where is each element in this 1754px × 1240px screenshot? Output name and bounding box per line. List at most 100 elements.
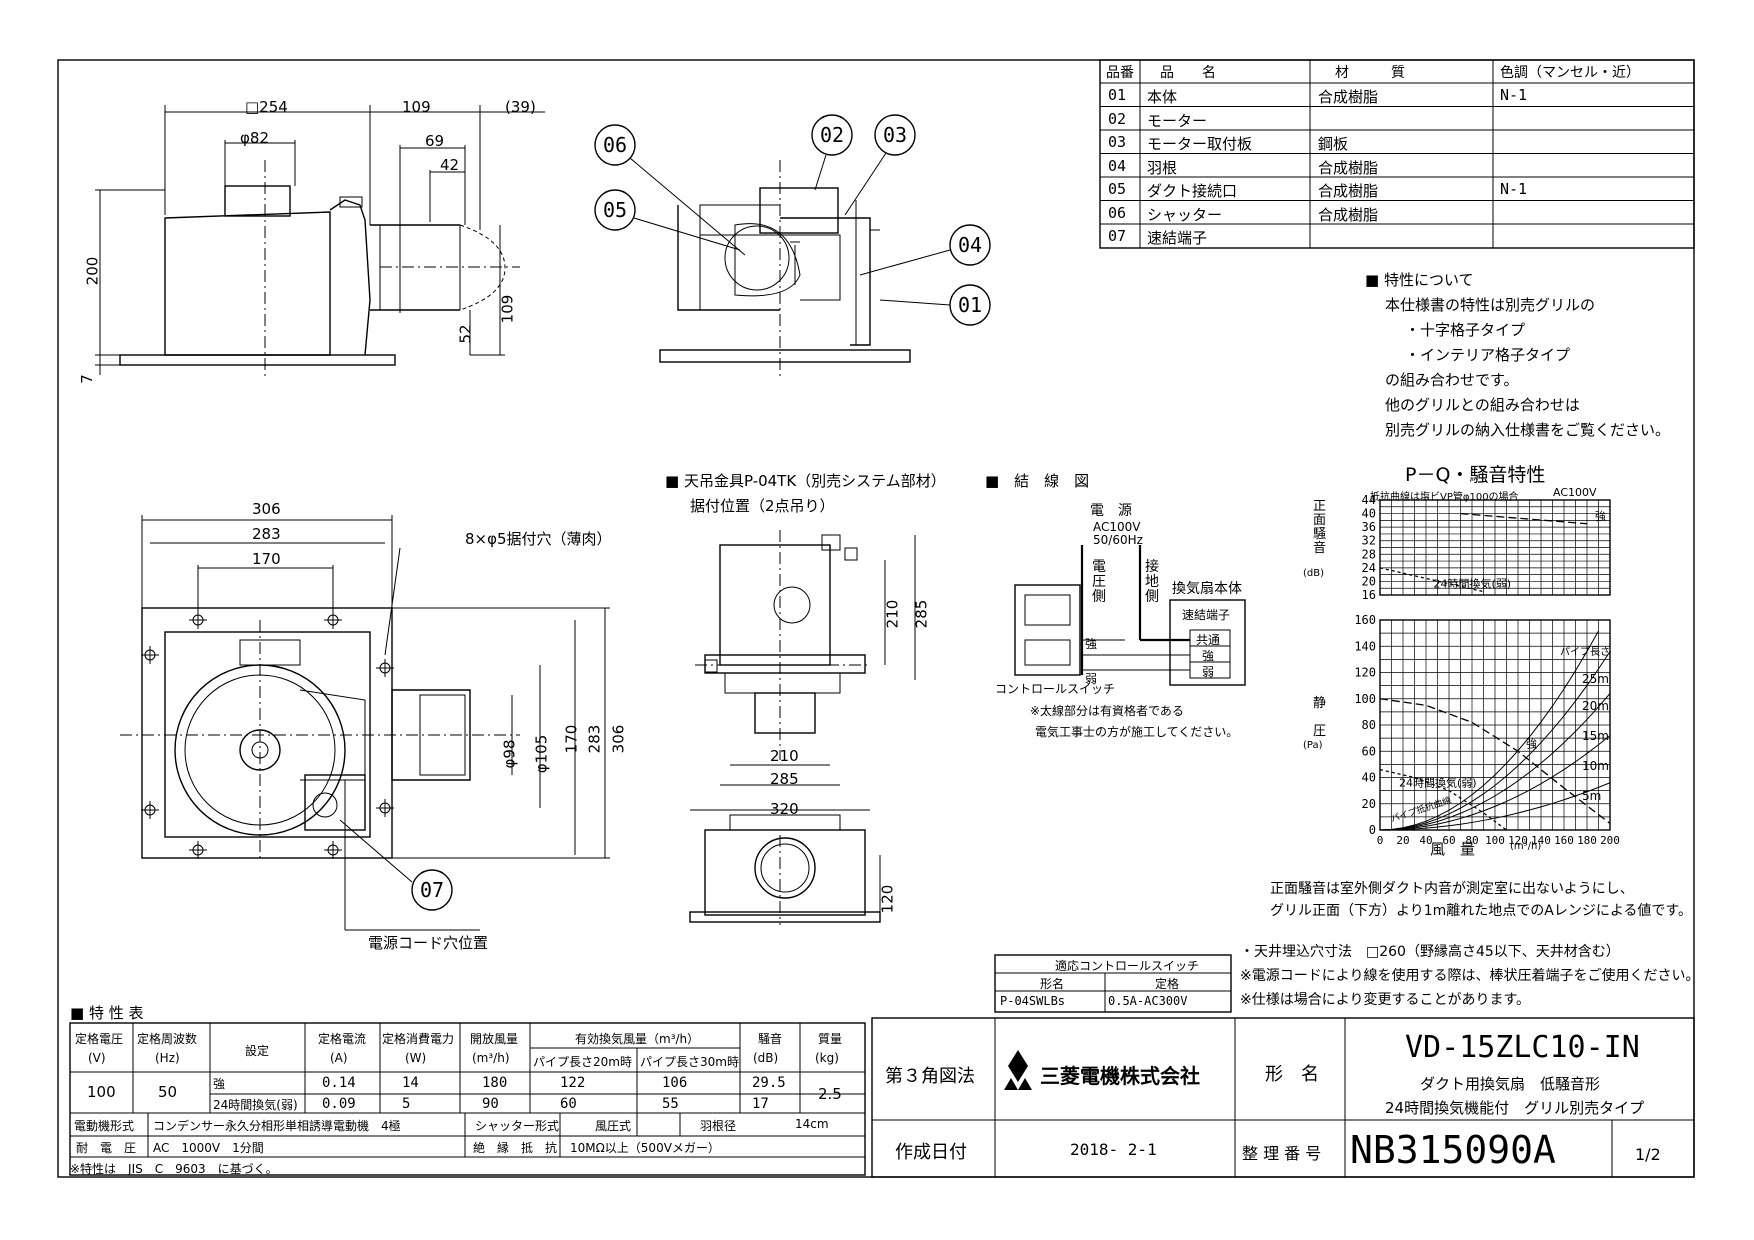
y-tick-label: 24 bbox=[1362, 561, 1376, 575]
logo-icon bbox=[1004, 1050, 1032, 1090]
part-no: 05 bbox=[1108, 180, 1127, 198]
dim-label: 285 bbox=[912, 599, 931, 629]
plan-view bbox=[120, 515, 610, 931]
series-label: 強 bbox=[1526, 737, 1537, 750]
part-color: N-1 bbox=[1500, 180, 1528, 198]
dim-label: 306 bbox=[609, 724, 628, 754]
header-material: 材 質 bbox=[1335, 65, 1405, 81]
spec-label: 電動機形式 bbox=[74, 1119, 135, 1133]
part-no: 02 bbox=[1108, 109, 1127, 128]
switch-model: P-04SWLBs bbox=[1000, 994, 1066, 1008]
dim-label: φ105 bbox=[532, 734, 551, 774]
spec-header: (dB) bbox=[753, 1051, 779, 1065]
callout-label: 01 bbox=[958, 293, 983, 317]
terminal-weak: 弱 bbox=[1202, 665, 1215, 679]
x-tick-label: 160 bbox=[1554, 834, 1574, 847]
y-tick-label: 40 bbox=[1362, 507, 1376, 521]
chart-note: 抵抗曲線は塩ビVP管φ100の場合 bbox=[1370, 492, 1519, 503]
dim-label: φ82 bbox=[240, 129, 269, 147]
spec-footnote: ※特性は JIS C 9603 に基づく。 bbox=[70, 1162, 278, 1176]
power-freq: 50/60Hz bbox=[1093, 533, 1143, 547]
terminal-label: 速結端子 bbox=[1182, 608, 1231, 622]
spec-header: 設定 bbox=[245, 1044, 270, 1058]
notes-line: 本仕様書の特性は別売グリルの bbox=[1385, 296, 1596, 314]
noise-yunit: (dB) bbox=[1303, 568, 1325, 579]
pq-yunit: (Pa) bbox=[1303, 740, 1323, 751]
x-tick-label: 20 bbox=[1396, 834, 1409, 847]
notes-line: ・十字格子タイプ bbox=[1405, 321, 1526, 339]
x-tick-label: 180 bbox=[1577, 834, 1597, 847]
model-desc: 24時間換気機能付 グリル別売タイプ bbox=[1385, 1099, 1645, 1117]
spec-header: (V) bbox=[88, 1051, 106, 1065]
spec-header: 定格周波数 bbox=[137, 1032, 198, 1046]
part-name: 速結端子 bbox=[1147, 229, 1208, 247]
callout-label: 05 bbox=[603, 198, 628, 222]
date-label: 作成日付 bbox=[895, 1142, 967, 1163]
dim-label: □254 bbox=[245, 98, 288, 116]
pipe-label: 20m bbox=[1582, 699, 1609, 713]
spec-cell: 14 bbox=[402, 1075, 419, 1091]
x-tick-label: 80 bbox=[1465, 834, 1478, 847]
pipe-curve bbox=[1379, 651, 1611, 831]
pipe-curve bbox=[1379, 630, 1599, 831]
part-name: 羽根 bbox=[1147, 158, 1178, 177]
part-no: 03 bbox=[1108, 133, 1127, 151]
x-tick-label: 60 bbox=[1442, 834, 1455, 847]
callout-label: 02 bbox=[820, 123, 845, 147]
x-tick-label: 140 bbox=[1531, 834, 1551, 847]
spec-cell: 0.14 bbox=[322, 1075, 356, 1091]
mount-hole-label: 8×φ5据付穴（薄肉） bbox=[465, 530, 612, 548]
switch-header: 形名 bbox=[1040, 977, 1065, 991]
parts-header: 品番 品 名 材 質 色調（マンセル・近） bbox=[1100, 62, 1694, 82]
unit-label: 換気扇本体 bbox=[1172, 581, 1242, 597]
x-tick-label: 120 bbox=[1508, 834, 1528, 847]
series-label: 24時間換気(弱) bbox=[1434, 577, 1512, 591]
dim-label: 283 bbox=[585, 724, 604, 754]
notes-line: の組み合わせです。 bbox=[1385, 371, 1519, 389]
y-tick-label: 36 bbox=[1362, 520, 1376, 534]
header-name: 品 名 bbox=[1160, 65, 1216, 81]
notes-line: 他のグリルとの組み合わせは bbox=[1385, 396, 1580, 414]
spec-shutter: 風圧式 bbox=[595, 1119, 632, 1133]
pipe-curve bbox=[1379, 782, 1611, 831]
dim-label: 42 bbox=[440, 156, 460, 174]
noise-note-line: 正面騒音は室外側ダクト内音が測定室に出ないようにし、 bbox=[1270, 881, 1634, 897]
spec-header: 定格消費電力 bbox=[382, 1032, 455, 1046]
y-tick-label: 100 bbox=[1354, 692, 1376, 706]
part-material: 合成樹脂 bbox=[1318, 88, 1379, 106]
model-label: 形 名 bbox=[1265, 1064, 1319, 1085]
part-no: 04 bbox=[1108, 156, 1127, 175]
notes-heading: ■ 特性について bbox=[1365, 271, 1474, 289]
spec-label: 羽根径 bbox=[700, 1119, 737, 1133]
pq-ylabel: 静 圧 bbox=[1313, 696, 1340, 739]
spec-cell: 90 bbox=[482, 1096, 499, 1112]
dim-label: 170 bbox=[562, 724, 581, 754]
spec-cell: 24時間換気(弱) bbox=[213, 1098, 298, 1112]
y-tick-label: 20 bbox=[1362, 574, 1376, 588]
y-tick-label: 16 bbox=[1362, 588, 1376, 602]
spec-label: シャッター形式 bbox=[475, 1119, 560, 1133]
noise-note: 正面騒音は室外側ダクト内音が測定室に出ないようにし、 グリル正面（下方）より1m… bbox=[1270, 878, 1692, 922]
spec-header: (W) bbox=[405, 1051, 427, 1065]
spec-header: 定格電流 bbox=[318, 1032, 367, 1046]
spec-motor: コンデンサー永久分相形単相誘導電動機 4極 bbox=[153, 1119, 401, 1133]
remarks: ・天井埋込穴寸法 □260（野縁高さ45以下、天井材含む） ※電源コードにより線… bbox=[1240, 940, 1699, 1012]
hanger-subtitle: 据付位置（2点吊り） bbox=[690, 497, 835, 515]
wiring-title: ■ 結 線 図 bbox=[985, 472, 1090, 490]
dim-label: (39) bbox=[505, 98, 536, 116]
dim-label: 52 bbox=[456, 324, 475, 344]
spec-cell: 0.09 bbox=[322, 1096, 356, 1112]
spec-header: パイプ長さ30m時 bbox=[640, 1055, 739, 1069]
spec-cell: 122 bbox=[560, 1075, 586, 1091]
spec-cell: 強 bbox=[213, 1077, 226, 1091]
voltage-side: 電圧側 bbox=[1092, 559, 1106, 605]
remark-line: ※電源コードにより線を使用する際は、棒状圧着端子をご使用ください。 bbox=[1240, 968, 1700, 984]
header-color: 色調（マンセル・近） bbox=[1500, 65, 1640, 81]
spec-insulation: 10MΩ以上（500Vメガー） bbox=[570, 1141, 720, 1155]
callout-label: 03 bbox=[883, 123, 908, 147]
y-tick-label: 28 bbox=[1362, 547, 1376, 561]
spec-header: (kg) bbox=[815, 1051, 839, 1065]
noise-note-line: グリル正面（下方）より1m離れた地点でのAレンジによる値です。 bbox=[1270, 903, 1693, 919]
